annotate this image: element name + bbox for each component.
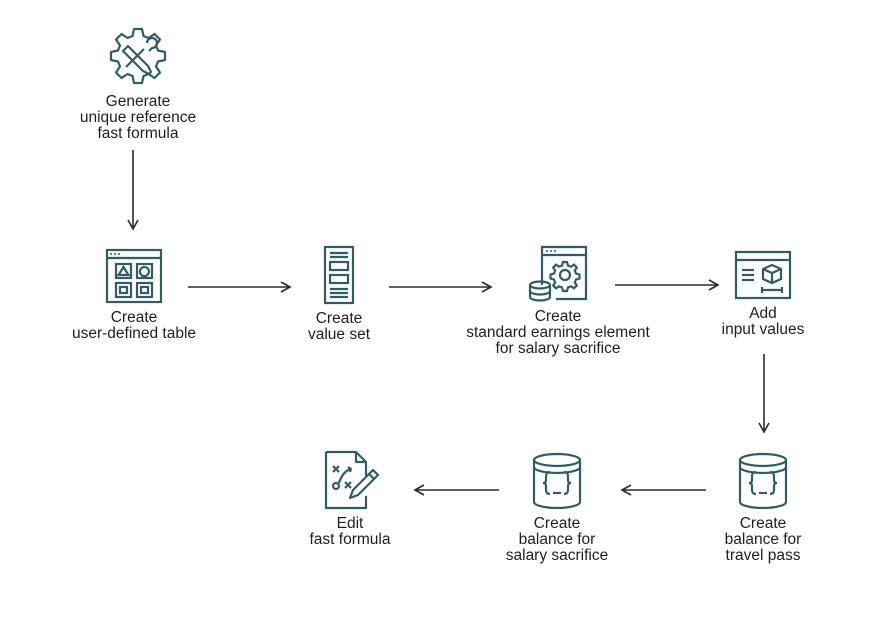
node-earnings-element: Create standard earnings element for sal… — [458, 245, 658, 357]
node-edit-formula-label: Edit fast formula — [309, 515, 391, 548]
database-braces-icon — [532, 452, 582, 510]
node-value-set-label: Create value set — [307, 310, 371, 343]
node-balance-salary-sacrifice: Create balance for salary sacrifice — [457, 452, 657, 564]
server-rack-icon — [323, 245, 355, 305]
node-generate-formula-label: Generate unique reference fast formula — [79, 93, 197, 142]
node-input-values: Add input values — [663, 250, 863, 338]
node-user-defined-table-label: Create user-defined table — [71, 309, 197, 342]
node-earnings-element-label: Create standard earnings element for sal… — [466, 308, 650, 357]
node-input-values-label: Add input values — [721, 305, 805, 338]
node-balance-travel-pass: Create balance for travel pass — [663, 452, 863, 564]
node-value-set: Create value set — [239, 245, 439, 343]
node-balance-salary-sacrifice-label: Create balance for salary sacrifice — [505, 515, 609, 564]
table-grid-icon — [105, 248, 163, 304]
input-values-icon — [734, 250, 792, 300]
gear-wrench-icon — [109, 27, 167, 85]
node-edit-formula: Edit fast formula — [250, 450, 450, 548]
database-braces-icon — [738, 452, 788, 510]
node-generate-formula: Generate unique reference fast formula — [38, 26, 238, 142]
node-balance-travel-pass-label: Create balance for travel pass — [724, 515, 802, 564]
node-user-defined-table: Create user-defined table — [34, 248, 234, 342]
gear-database-window-icon — [528, 245, 588, 302]
formula-document-icon — [324, 450, 380, 510]
